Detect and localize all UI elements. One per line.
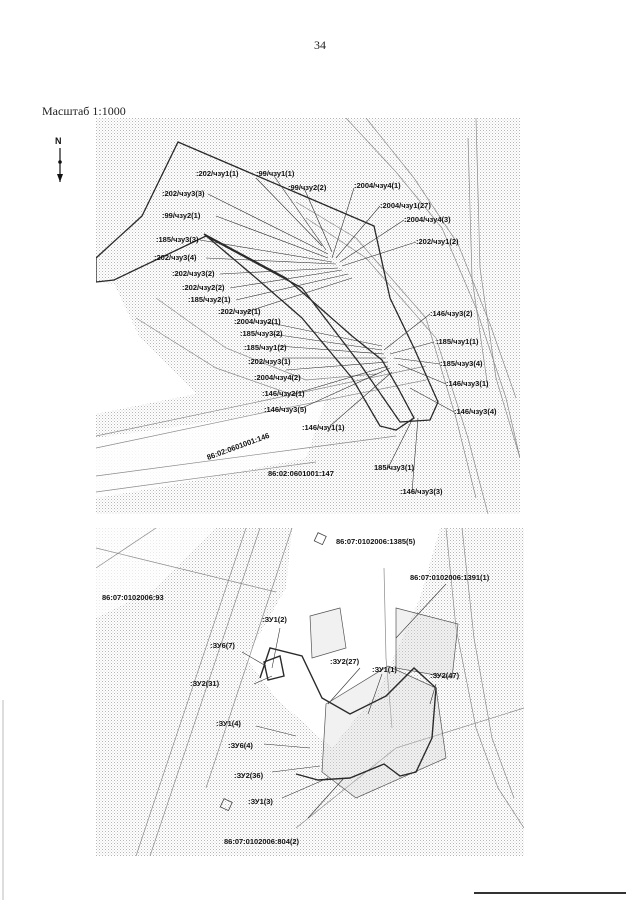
map-label: :146/чзу3(5) (264, 405, 307, 414)
map-label: :185/чзу3(4) (440, 359, 483, 368)
map-label: :ЗУ6(7) (210, 641, 235, 650)
road-strips (96, 528, 524, 856)
map-label: :2004/чзу4(2) (254, 373, 301, 382)
map-label: :202/чзу2(2) (182, 283, 225, 292)
map-label: 185/чзу3(1) (374, 463, 415, 472)
page-number: 34 (314, 38, 326, 52)
map-label: :99/чзу2(1) (162, 211, 201, 220)
map-top[interactable]: 86:02:0601001:146 86:02:0601001:147 :202… (96, 118, 520, 514)
map-label: :146/чзу3(4) (454, 407, 497, 416)
map-label: :2004/чзу1(27) (380, 201, 431, 210)
map-label: :ЗУ1(2) (262, 615, 287, 624)
white-area (96, 398, 326, 498)
white-area (96, 282, 196, 414)
map-label: :146/чзу2(1) (262, 389, 305, 398)
map-label: :202/чзу2(1) (218, 307, 261, 316)
map-label: :185/чзу1(2) (244, 343, 287, 352)
parcel-label: 86:07:0102006:804(2) (224, 837, 300, 846)
map-label: :202/чзу3(4) (154, 253, 197, 262)
leader-lines (241, 583, 447, 819)
map-label: :146/чзу1(1) (302, 423, 345, 432)
scale-label: Масштаб 1:1000 (42, 104, 126, 118)
map-label: :ЗУ1(1) (372, 665, 397, 674)
parcel-boundaries (259, 647, 437, 781)
map-label: :146/чзу3(1) (446, 379, 489, 388)
map-label: :ЗУ1(4) (216, 719, 241, 728)
map-bottom[interactable]: 86:07:0102006:1385(5) 86:07:0102006:1391… (96, 528, 524, 856)
white-area (246, 528, 440, 748)
parcel-label: 86:07:0102006:1385(5) (336, 537, 416, 546)
map-label: :99/чзу1(1) (256, 169, 295, 178)
map-label: :185/чзу3(3) (156, 235, 199, 244)
parcel-boundaries (96, 141, 439, 431)
map-label: :202/чзу3(2) (172, 269, 215, 278)
map-label: :185/чзу2(1) (188, 295, 231, 304)
map-label: :2004/чзу4(1) (354, 181, 401, 190)
north-arrow-icon: N (55, 136, 63, 182)
map-label: :202/чзу1(2) (416, 237, 459, 246)
map-label: :2004/чзу2(1) (234, 317, 281, 326)
scan-edge (2, 700, 4, 900)
map-label: :ЗУ2(31) (190, 679, 220, 688)
map-label: :185/чзу1(1) (436, 337, 479, 346)
white-area (96, 528, 216, 618)
parcel-label: 86:02:0601001:147 (268, 469, 334, 478)
parcel-label: 86:07:0102006:93 (102, 593, 164, 602)
map-label: :202/чзу3(3) (162, 189, 205, 198)
map-label: :99/чзу2(2) (288, 183, 327, 192)
small-square (313, 532, 327, 546)
north-label: N (55, 136, 62, 146)
map-label: :ЗУ6(4) (228, 741, 253, 750)
map-label: :2004/чзу4(3) (404, 215, 451, 224)
parcel-shapes (309, 607, 459, 799)
map-label: :185/чзу3(2) (240, 329, 283, 338)
map-label: :146/чзу3(2) (430, 309, 473, 318)
map-label: :ЗУ2(36) (234, 771, 264, 780)
road-strips (96, 118, 520, 514)
map-label: :202/чзу3(1) (248, 357, 291, 366)
map-label: :ЗУ2(27) (330, 657, 360, 666)
leader-lines (199, 175, 455, 493)
page-rule (474, 892, 626, 894)
map-label: :202/чзу1(1) (196, 169, 239, 178)
map-label: :ЗУ1(3) (248, 797, 273, 806)
map-label: :146/чзу3(3) (400, 487, 443, 496)
map-label: :ЗУ2(47) (430, 671, 460, 680)
small-square (219, 798, 233, 812)
parcel-label: 86:07:0102006:1391(1) (410, 573, 490, 582)
